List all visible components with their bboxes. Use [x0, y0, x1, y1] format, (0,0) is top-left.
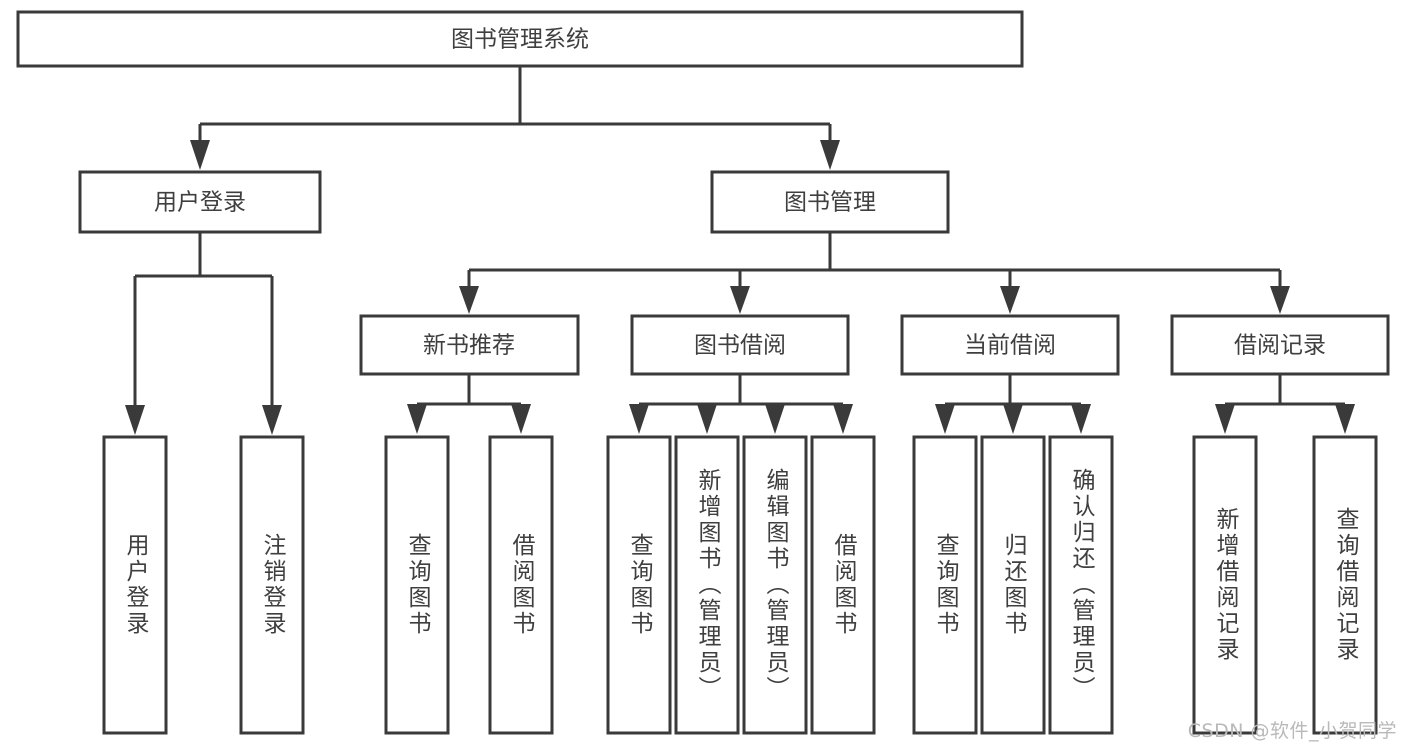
- leaf-current-borrow-confirm[interactable]: 确认归还（管理员）: [1048, 435, 1114, 735]
- node-new-book-recommend[interactable]: 新书推荐: [359, 314, 580, 376]
- arrowhead-bookborrow-leaf-2: [697, 404, 717, 434]
- node-book-borrow-label: 图书借阅: [694, 333, 786, 359]
- leaf-user-login-login[interactable]: 用户登录: [102, 435, 168, 735]
- leaf-box[interactable]: [980, 435, 1046, 735]
- arrowhead-newbook: [459, 286, 479, 314]
- leaf-current-borrow-query[interactable]: 查询图书: [912, 435, 978, 735]
- leaf-box[interactable]: [1312, 435, 1378, 735]
- leaf-label: 查询图书: [404, 533, 432, 637]
- node-root-box[interactable]: [16, 10, 1024, 68]
- connector-layer: [125, 66, 1355, 435]
- leaf-borrow-record-add[interactable]: 新增借阅记录: [1192, 435, 1258, 735]
- leaf-label: 新增图书（管理员）: [694, 468, 722, 702]
- leaf-label: 归还图书: [1000, 533, 1028, 637]
- node-book-manage[interactable]: 图书管理: [710, 170, 950, 234]
- node-new-book-recommend-label: 新书推荐: [423, 333, 515, 359]
- leaf-book-borrow-edit[interactable]: 编辑图书（管理员）: [742, 435, 808, 735]
- leaf-borrow-record-query[interactable]: 查询借阅记录: [1312, 435, 1378, 735]
- arrowhead-newbook-leaf-2: [511, 404, 531, 434]
- leaf-current-borrow-return[interactable]: 归还图书: [980, 435, 1046, 735]
- node-root[interactable]: 图书管理系统: [16, 10, 1024, 68]
- leaf-box[interactable]: [912, 435, 978, 735]
- leaf-book-borrow-add[interactable]: 新增图书（管理员）: [674, 435, 740, 735]
- node-current-borrow-label: 当前借阅: [964, 333, 1056, 359]
- arrowhead-borrowrecord-leaf-2: [1335, 404, 1355, 434]
- leaf-box[interactable]: [606, 435, 672, 735]
- leaf-box[interactable]: [742, 435, 808, 735]
- arrowhead-borrowrecord: [1270, 286, 1290, 314]
- arrowhead-borrowrecord-leaf-1: [1215, 404, 1235, 434]
- node-borrow-record[interactable]: 借阅记录: [1170, 314, 1390, 376]
- arrowhead-currentborrow-leaf-2: [1003, 404, 1023, 434]
- node-user-login[interactable]: 用户登录: [78, 170, 322, 234]
- leaf-label: 借阅图书: [508, 533, 536, 637]
- arrowhead-currentborrow-leaf-1: [935, 404, 955, 434]
- node-user-login-box[interactable]: [78, 170, 322, 234]
- leaf-box[interactable]: [488, 435, 554, 735]
- leaf-box[interactable]: [384, 435, 450, 735]
- leaf-book-borrow-lend[interactable]: 借阅图书: [810, 435, 876, 735]
- arrowhead-currentborrow: [1000, 286, 1020, 314]
- leaf-label: 借阅图书: [830, 533, 858, 637]
- arrowhead-currentborrow-leaf-3: [1071, 404, 1091, 434]
- arrowhead-leaf-user-login: [125, 405, 145, 435]
- node-borrow-record-box[interactable]: [1170, 314, 1390, 376]
- leaf-box[interactable]: [102, 435, 168, 735]
- leaf-user-login-logout[interactable]: 注销登录: [239, 435, 305, 735]
- node-book-borrow[interactable]: 图书借阅: [630, 314, 850, 376]
- arrowhead-leaf-logout: [262, 405, 282, 435]
- leaf-box[interactable]: [810, 435, 876, 735]
- leaf-box[interactable]: [239, 435, 305, 735]
- leaf-box[interactable]: [1192, 435, 1258, 735]
- leaf-new-book-borrow[interactable]: 借阅图书: [488, 435, 554, 735]
- leaf-label: 编辑图书（管理员）: [762, 468, 790, 702]
- node-new-book-recommend-box[interactable]: [359, 314, 580, 376]
- arrowhead-book-manage: [820, 140, 840, 170]
- node-book-manage-label: 图书管理: [784, 190, 876, 216]
- node-book-manage-box[interactable]: [710, 170, 950, 234]
- node-root-label: 图书管理系统: [451, 27, 589, 53]
- leaf-new-book-query[interactable]: 查询图书: [384, 435, 450, 735]
- arrowhead-bookborrow-leaf-1: [629, 404, 649, 434]
- leaf-label: 新增借阅记录: [1212, 507, 1240, 663]
- arrowhead-newbook-leaf-1: [407, 404, 427, 434]
- node-current-borrow-box[interactable]: [900, 314, 1120, 376]
- arrowhead-bookborrow-leaf-4: [833, 404, 853, 434]
- leaf-label: 查询图书: [932, 533, 960, 637]
- leaf-book-borrow-query[interactable]: 查询图书: [606, 435, 672, 735]
- leaf-label: 查询借阅记录: [1332, 507, 1360, 663]
- node-borrow-record-label: 借阅记录: [1234, 333, 1326, 359]
- arrowhead-bookborrow: [730, 286, 750, 314]
- leaf-box[interactable]: [1048, 435, 1114, 735]
- node-book-borrow-box[interactable]: [630, 314, 850, 376]
- arrowhead-user-login: [190, 140, 210, 170]
- leaf-label: 确认归还（管理员）: [1068, 468, 1096, 702]
- leaf-label: 注销登录: [259, 533, 287, 637]
- leaf-label: 查询图书: [626, 533, 654, 637]
- leaf-box[interactable]: [674, 435, 740, 735]
- arrowhead-bookborrow-leaf-3: [765, 404, 785, 434]
- leaf-label: 用户登录: [122, 533, 150, 637]
- node-user-login-label: 用户登录: [154, 190, 246, 216]
- node-current-borrow[interactable]: 当前借阅: [900, 314, 1120, 376]
